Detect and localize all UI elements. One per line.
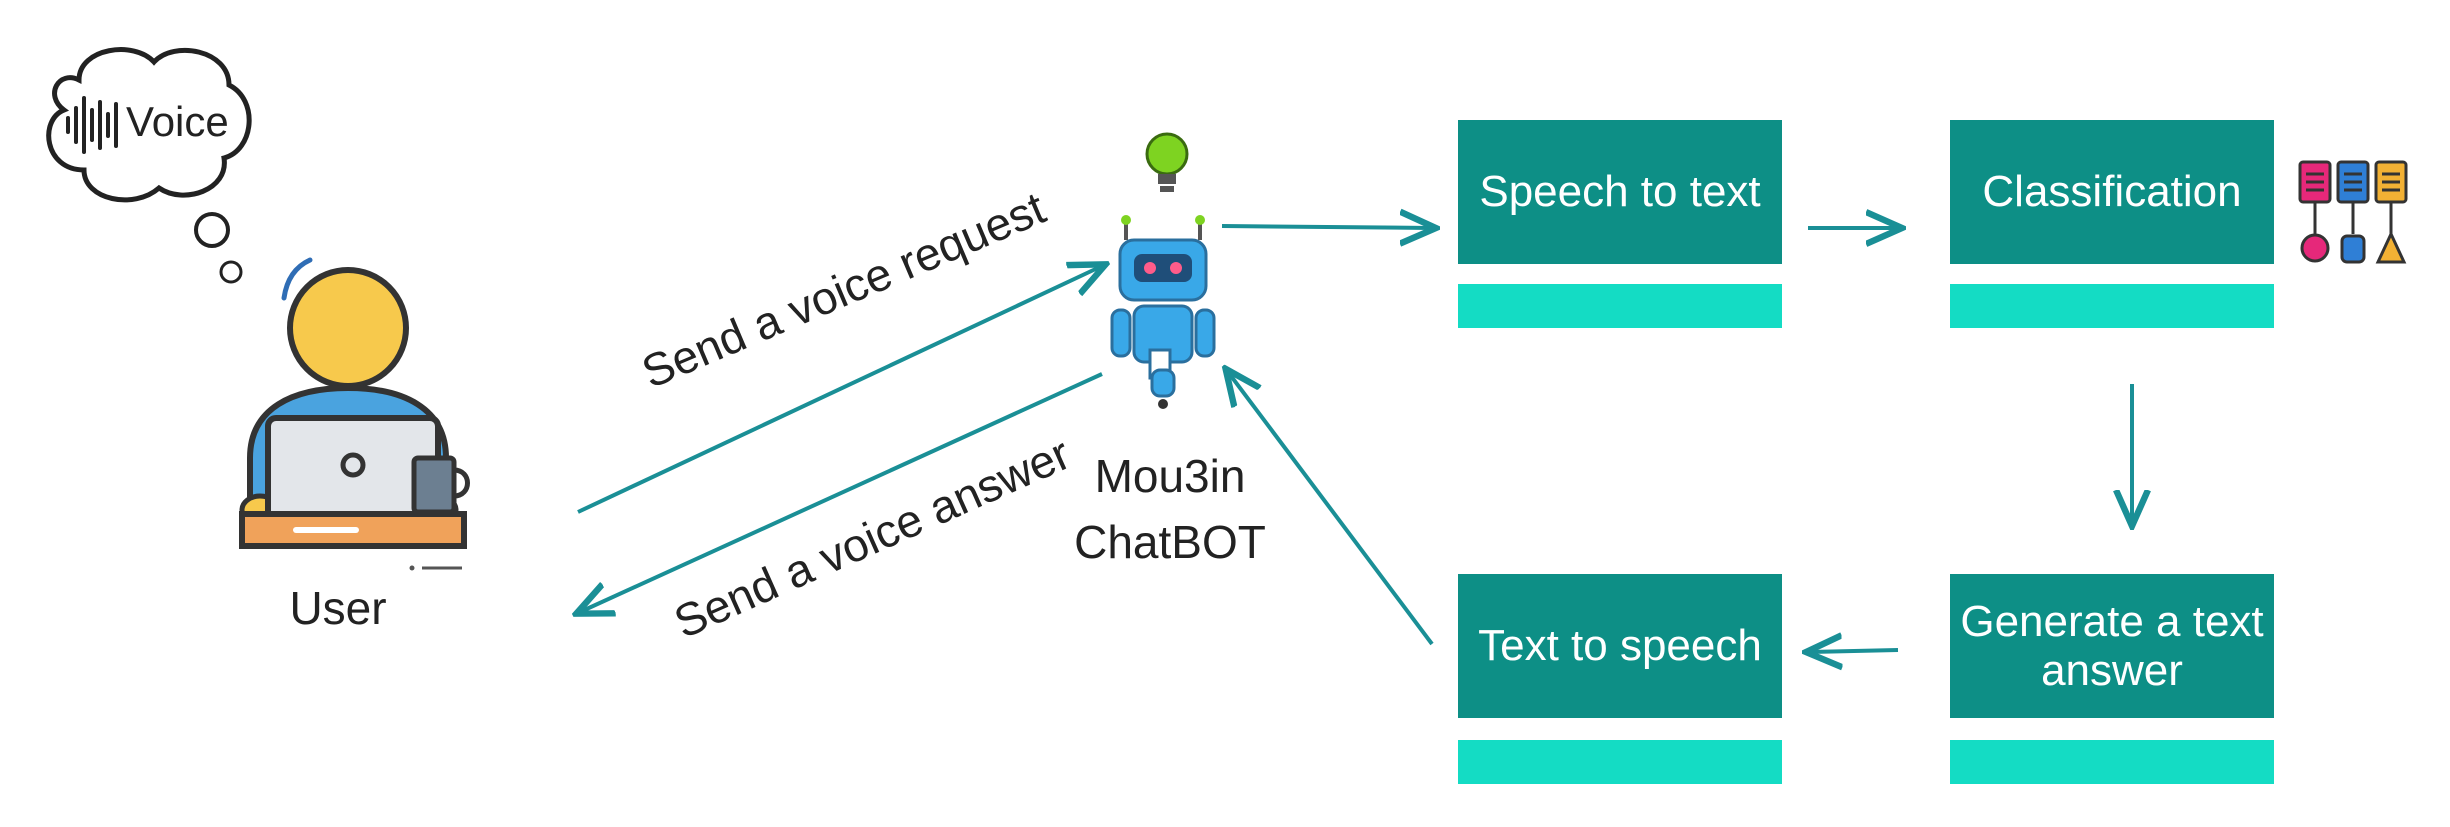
- speech-to-text-label: Speech to text: [1479, 167, 1761, 217]
- bot-to-stt-arrow: [1221, 226, 1432, 228]
- classification-label: Classification: [1982, 167, 2242, 217]
- tts-to-bot-arrow: [1228, 372, 1434, 646]
- sound-wave-icon: [66, 96, 118, 154]
- hierarchy-chart-icon: [2298, 160, 2408, 264]
- speech-to-text-bar: [1458, 284, 1782, 328]
- desk-icon: [239, 511, 467, 571]
- thought-bubble-text: Voice: [126, 98, 229, 145]
- chatbot-label: Mou3in ChatBOT: [1060, 448, 1280, 571]
- thought-bubble-icon: [46, 47, 252, 284]
- chatbot-label-line1: Mou3in: [1094, 450, 1246, 502]
- text-to-speech-box: Text to speech: [1458, 574, 1782, 718]
- user-label: User: [289, 582, 387, 634]
- robot-icon: [1110, 215, 1216, 409]
- coffee-mug-icon: [411, 455, 470, 515]
- text-to-speech-bar: [1458, 740, 1782, 784]
- generate-answer-box: Generate a text answer: [1950, 574, 2274, 718]
- generate-to-tts-arrow: [1810, 650, 1899, 652]
- speech-to-text-box: Speech to text: [1458, 120, 1782, 264]
- classification-box: Classification: [1950, 120, 2274, 264]
- chatbot-label-line2: ChatBOT: [1074, 515, 1266, 568]
- lightbulb-icon: [1145, 132, 1189, 192]
- answer-arrow: [580, 372, 1103, 612]
- generate-answer-label: Generate a text answer: [1960, 597, 2263, 696]
- text-to-speech-label: Text to speech: [1478, 621, 1762, 671]
- request-arrow: [577, 266, 1102, 514]
- generate-answer-line1: Generate a text: [1960, 596, 2264, 646]
- generate-answer-bar: [1950, 740, 2274, 784]
- thought-bubble: Voice: [34, 40, 254, 290]
- classification-bar: [1950, 284, 2274, 328]
- generate-answer-line2: answer: [2041, 646, 2183, 695]
